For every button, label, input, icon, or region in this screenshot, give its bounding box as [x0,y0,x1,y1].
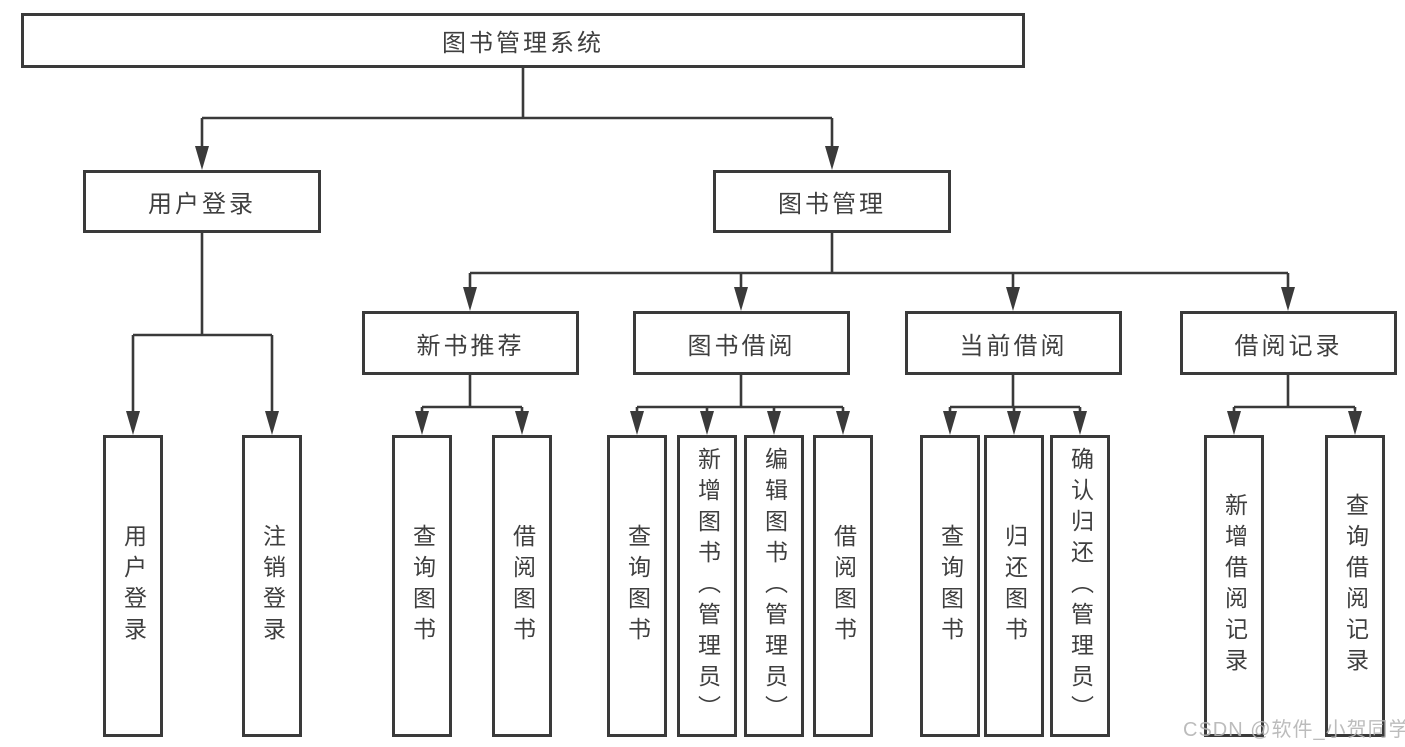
leaf-borrow-books-borrowing: 借阅图书 [813,435,873,737]
node-book-management: 图书管理 [713,170,951,233]
csdn-watermark: CSDN @软件_小贺同学 [1183,719,1405,741]
leaf-add-borrow-record: 新增借阅记录 [1204,435,1264,737]
leaf-confirm-return-admin: 确认归还（管理员） [1050,435,1110,737]
leaf-label: 新增借阅记录 [1221,493,1248,679]
leaf-query-books-current: 查询图书 [920,435,980,737]
leaf-label: 查询图书 [409,524,436,648]
leaf-add-book-admin: 新增图书（管理员） [677,435,737,737]
leaf-label: 归还图书 [1001,524,1028,648]
leaf-label: 确认归还（管理员） [1067,446,1094,726]
leaf-label: 注销登录 [259,524,286,648]
leaf-label: 编辑图书（管理员） [761,446,788,726]
node-borrowing-records: 借阅记录 [1180,311,1397,375]
node-current-borrowing: 当前借阅 [905,311,1122,375]
leaf-query-books-recommend: 查询图书 [392,435,452,737]
leaf-label: 用户登录 [120,524,147,648]
leaf-label: 借阅图书 [509,524,536,648]
leaf-label: 查询图书 [624,524,651,648]
leaf-return-books: 归还图书 [984,435,1044,737]
leaf-borrow-books-recommend: 借阅图书 [492,435,552,737]
leaf-query-books-borrowing: 查询图书 [607,435,667,737]
node-book-borrowing: 图书借阅 [633,311,850,375]
leaf-edit-book-admin: 编辑图书（管理员） [744,435,804,737]
leaf-query-borrow-record: 查询借阅记录 [1325,435,1385,737]
leaf-label: 查询图书 [937,524,964,648]
leaf-label: 新增图书（管理员） [694,446,721,726]
node-new-book-recommendation: 新书推荐 [362,311,579,375]
leaf-user-login: 用户登录 [103,435,163,737]
leaf-label: 查询借阅记录 [1342,493,1369,679]
leaf-logout: 注销登录 [242,435,302,737]
node-user-login: 用户登录 [83,170,321,233]
node-library-system: 图书管理系统 [21,13,1025,68]
leaf-label: 借阅图书 [830,524,857,648]
